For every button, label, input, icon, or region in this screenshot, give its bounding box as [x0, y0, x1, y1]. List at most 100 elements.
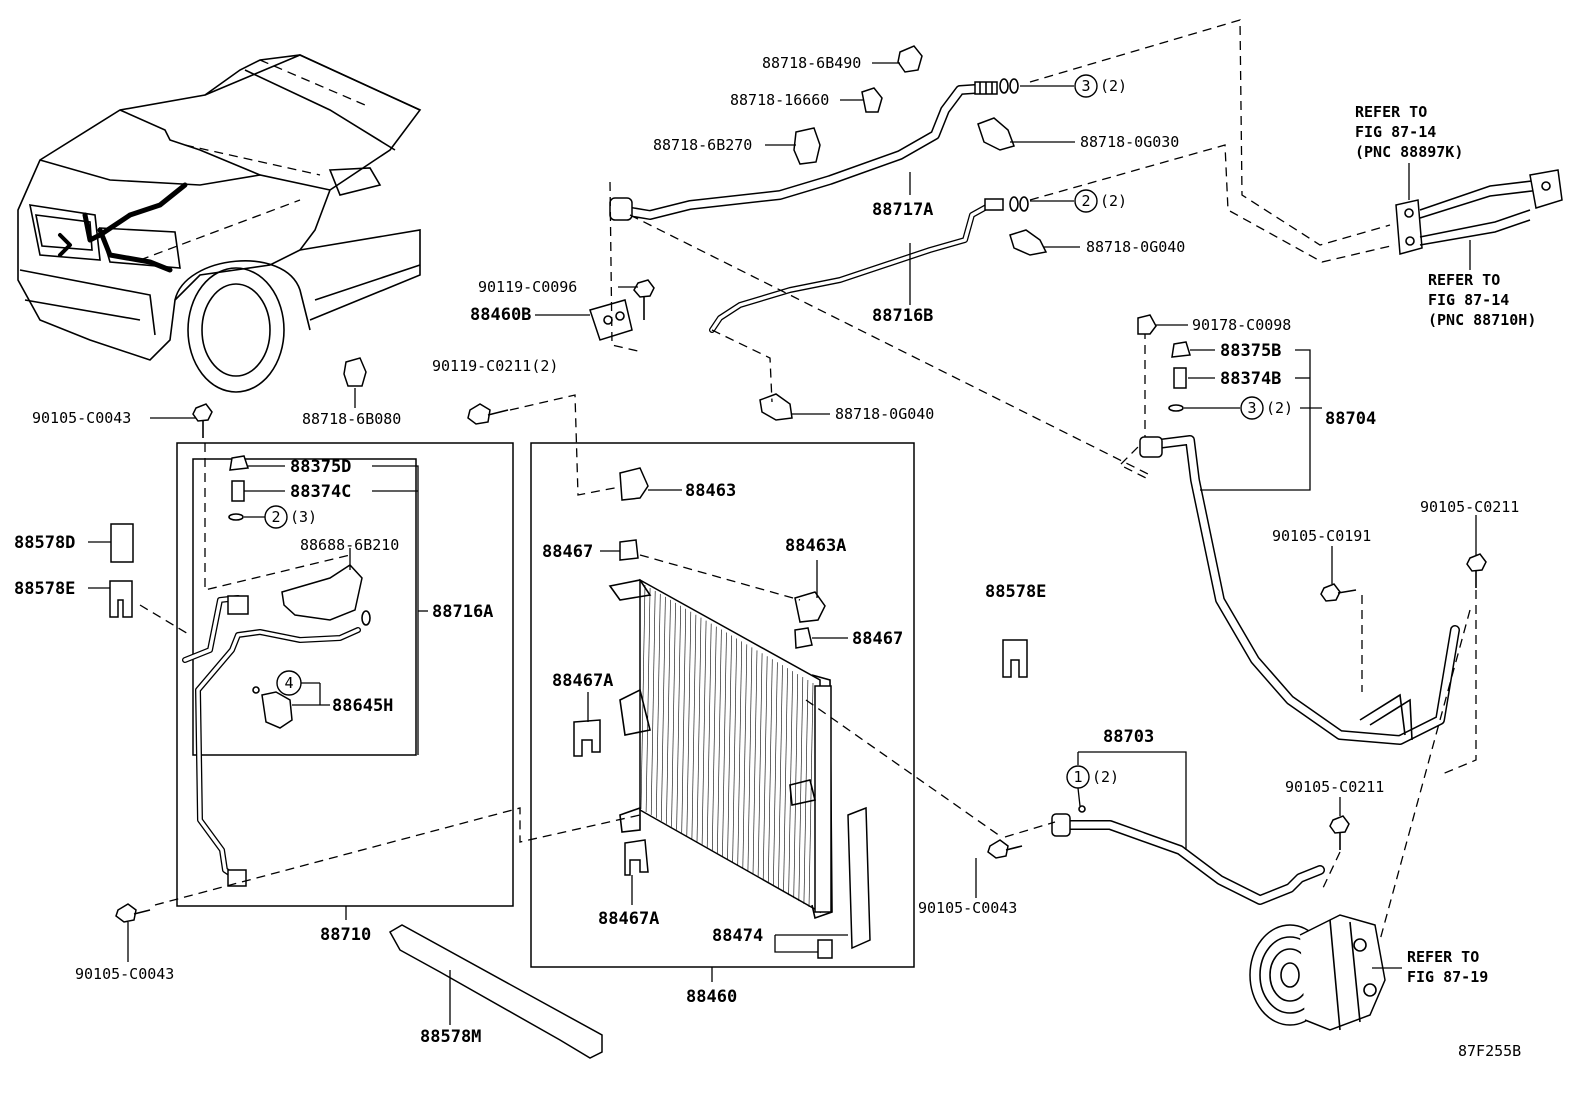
receiver-88474 — [817, 806, 871, 959]
label-88718-0G040-lower: 88718-0G040 — [835, 405, 934, 423]
label-88718-6B270: 88718-6B270 — [653, 136, 752, 154]
condenser-fin-line — [767, 659, 773, 884]
condenser-fin-line — [671, 602, 676, 827]
condenser-fin-line — [706, 623, 712, 848]
condenser-fin-line — [686, 611, 692, 836]
svg-text:FIG 87-19: FIG 87-19 — [1407, 968, 1488, 986]
bolt-90105-C0211-lower — [1329, 815, 1350, 850]
clip-88718-6B080 — [343, 357, 367, 387]
svg-text:REFER TO: REFER TO — [1355, 103, 1427, 121]
condenser-fin-line — [666, 599, 671, 824]
clamp-88718-0G040-lower — [759, 393, 793, 421]
svg-text:FIG 87-14: FIG 87-14 — [1428, 291, 1509, 309]
condenser-fin-line — [701, 620, 707, 845]
label-88704: 88704 — [1325, 409, 1376, 429]
svg-text:4: 4 — [284, 674, 293, 692]
bracket-88463A — [794, 591, 826, 623]
label-88474: 88474 — [712, 926, 763, 946]
clamp-88718-0G040-upper — [1009, 229, 1048, 256]
cushion-88578E-right — [1002, 639, 1028, 678]
svg-text:REFER TO: REFER TO — [1428, 271, 1500, 289]
bolt-90105-C0043-bottom — [115, 903, 151, 923]
part-labels: 88718-6B490 88718-16660 88718-6B270 8871… — [14, 54, 1519, 1047]
condenser-fin-line — [808, 682, 814, 908]
condenser-core — [608, 578, 833, 920]
cushion-88467A-upper — [573, 719, 601, 757]
cap-88374C — [231, 480, 245, 502]
tube-88716A — [182, 564, 371, 887]
label-88716A: 88716A — [432, 602, 493, 622]
bolt-90119-C0211 — [467, 403, 509, 425]
condenser-fin-line — [737, 641, 743, 866]
bolt-90119-C0096 — [633, 279, 655, 320]
svg-text:(3): (3) — [290, 508, 317, 526]
label-88460: 88460 — [686, 987, 737, 1007]
label-88463A: 88463A — [785, 536, 846, 556]
condenser-fin-line — [783, 668, 788, 893]
label-88718-6B490: 88718-6B490 — [762, 54, 861, 72]
assembly-box-88460 — [530, 442, 915, 968]
svg-text:(PNC 88710H): (PNC 88710H) — [1428, 311, 1536, 329]
condenser-fin-line — [717, 629, 722, 854]
label-88578M: 88578M — [420, 1027, 481, 1047]
label-90105-C0043-bottom: 90105-C0043 — [75, 965, 174, 983]
label-88463: 88463 — [685, 481, 736, 501]
label-88688-6B210: 88688-6B210 — [300, 536, 399, 554]
label-88717A: 88717A — [872, 200, 933, 220]
condenser-fin-line — [788, 671, 793, 896]
svg-text:(PNC 88897K): (PNC 88897K) — [1355, 143, 1463, 161]
label-88710: 88710 — [320, 925, 371, 945]
svg-text:(2): (2) — [1266, 399, 1293, 417]
condenser-fin-line — [681, 608, 687, 833]
svg-text:3: 3 — [1247, 399, 1256, 417]
callout-3-right: 3 (2) — [1240, 396, 1293, 420]
condenser-fin-line — [727, 635, 732, 860]
label-90178-C0098: 90178-C0098 — [1192, 316, 1291, 334]
discharge-hose-88703 — [1051, 805, 1325, 905]
clamp-88718-16660 — [861, 87, 883, 113]
callout-1: 1 (2) — [1066, 765, 1119, 807]
label-90105-C0191: 90105-C0191 — [1272, 527, 1371, 545]
label-88578D: 88578D — [14, 533, 75, 553]
cushion-88578D — [110, 523, 134, 563]
condenser-fin-line — [752, 650, 758, 875]
label-88375B: 88375B — [1220, 341, 1281, 361]
condenser-fin-line — [645, 587, 651, 812]
condenser-fin-line — [803, 680, 809, 905]
leader-lines — [88, 62, 1477, 1025]
svg-text:(2): (2) — [1100, 192, 1127, 210]
label-88467-right: 88467 — [852, 629, 903, 649]
label-90105-C0211-upper: 90105-C0211 — [1420, 498, 1519, 516]
suction-hose-88704 — [1139, 435, 1460, 745]
cap-90178-C0098 — [1137, 314, 1157, 335]
cushion-88467A-lower — [624, 839, 649, 876]
condenser-fin-line — [793, 674, 799, 899]
svg-text:(2): (2) — [1100, 77, 1127, 95]
valve-core-88375D — [229, 455, 250, 471]
svg-text:1: 1 — [1073, 768, 1082, 786]
condenser-fin-line — [757, 653, 763, 878]
label-88645H: 88645H — [332, 696, 393, 716]
condenser-fin-line — [655, 593, 661, 818]
callout-2-top: 2 (2) — [1030, 189, 1127, 213]
bracket-88463 — [619, 467, 649, 501]
evaporator-block — [1395, 169, 1563, 255]
svg-text:(2): (2) — [1092, 768, 1119, 786]
svg-text:2: 2 — [1081, 192, 1090, 210]
discharge-hose-88717A — [609, 78, 1019, 221]
label-88467-top: 88467 — [542, 542, 593, 562]
label-90105-C0043-right: 90105-C0043 — [918, 899, 1017, 917]
label-88374C: 88374C — [290, 482, 351, 502]
assembly-box-88710 — [176, 442, 514, 907]
condenser-fin-line — [773, 662, 778, 887]
callout-4: 4 — [276, 670, 302, 696]
o-ring-2-left — [228, 513, 244, 521]
cushion-88467-right — [794, 627, 813, 649]
subassembly-box-88716A — [192, 458, 417, 756]
label-88718-0G040-upper: 88718-0G040 — [1086, 238, 1185, 256]
condenser-fin-line — [640, 584, 646, 810]
svg-text:2: 2 — [271, 508, 280, 526]
condenser-fin-line — [732, 638, 737, 863]
label-88703: 88703 — [1103, 727, 1154, 747]
label-90105-C0211-lower: 90105-C0211 — [1285, 778, 1384, 796]
